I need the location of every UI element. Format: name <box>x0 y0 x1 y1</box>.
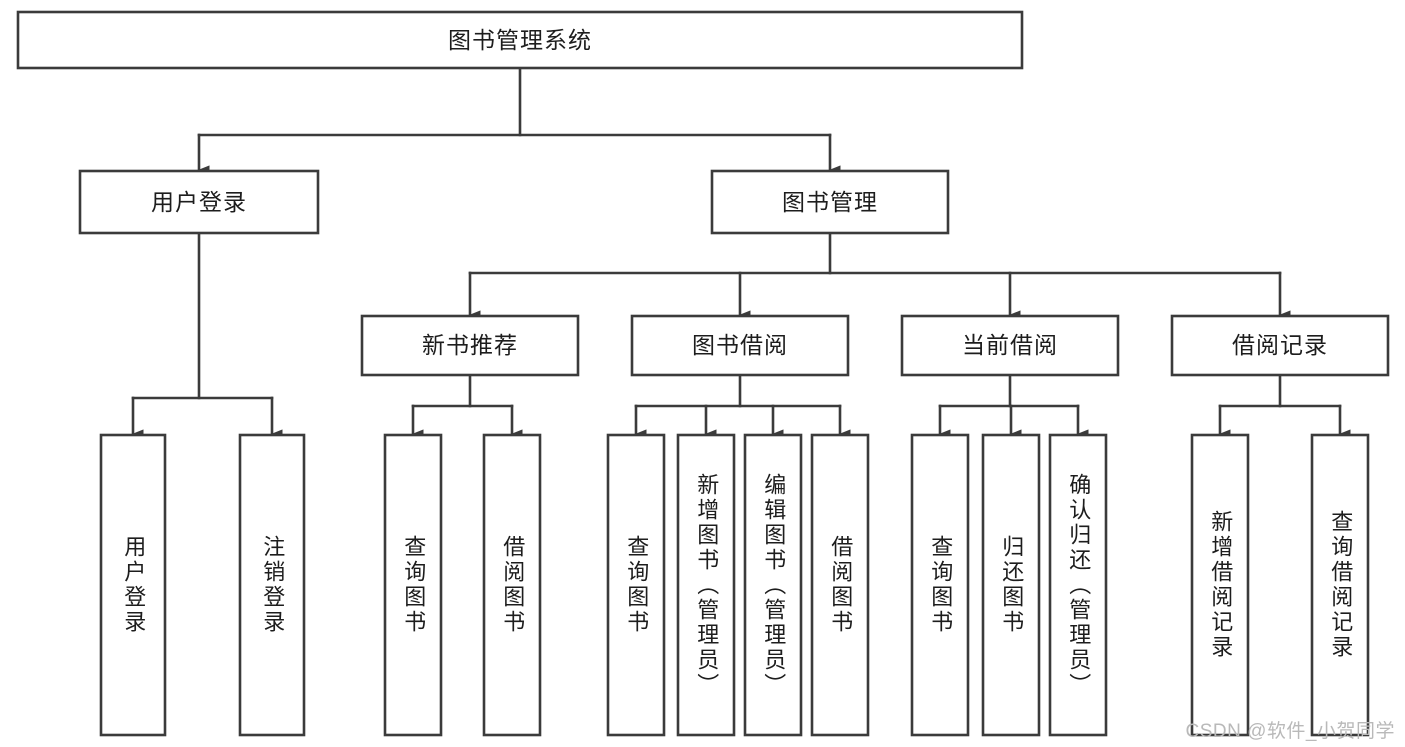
leaf-node-box-leaf-edit-book[interactable] <box>743 433 803 737</box>
connector-group-current-borrow-to-leaves <box>938 373 1089 439</box>
leaf-node-box-leaf-confirm-return[interactable] <box>1048 433 1108 737</box>
csdn-watermark: CSDN @软件_小贺同学 <box>1185 721 1395 742</box>
connector-group-borrow-record-to-leaves <box>1218 373 1351 439</box>
level1-node-box-book-manage[interactable] <box>710 169 950 235</box>
level2-node-box-current-borrow[interactable] <box>900 314 1120 377</box>
leaf-node-box-leaf-query-book-2[interactable] <box>606 433 666 737</box>
level2-node-box-borrow-record[interactable] <box>1170 314 1390 377</box>
connector-layer <box>131 66 1351 439</box>
root-node-box-root[interactable] <box>16 10 1024 70</box>
leaf-node-box-leaf-return-book[interactable] <box>981 433 1041 737</box>
connector-group-root-to-level1 <box>197 66 841 175</box>
level2-node-box-new-book-recommend[interactable] <box>360 314 580 377</box>
leaf-node-box-leaf-add-borrow-record[interactable] <box>1190 433 1250 737</box>
leaf-node-box-leaf-user-login[interactable] <box>99 433 167 737</box>
leaf-node-box-leaf-query-book-1[interactable] <box>383 433 443 737</box>
leaf-node-box-leaf-query-borrow-record[interactable] <box>1310 433 1370 737</box>
leaf-node-box-leaf-query-book-3[interactable] <box>910 433 970 737</box>
connector-group-book-borrow-to-leaves <box>634 373 851 439</box>
level1-node-box-user-login[interactable] <box>78 169 320 235</box>
leaf-node-box-leaf-borrow-book-2[interactable] <box>810 433 870 737</box>
connector-group-new-book-to-leaves <box>411 373 523 439</box>
leaf-node-box-leaf-borrow-book-1[interactable] <box>482 433 542 737</box>
box-layer <box>16 10 1390 737</box>
connector-group-book-manage-to-level2 <box>468 231 1291 320</box>
connector-group-user-login-to-leaves <box>131 231 283 439</box>
leaf-node-box-leaf-logout[interactable] <box>238 433 306 737</box>
leaf-node-box-leaf-add-book[interactable] <box>676 433 736 737</box>
level2-node-box-book-borrow[interactable] <box>630 314 850 377</box>
